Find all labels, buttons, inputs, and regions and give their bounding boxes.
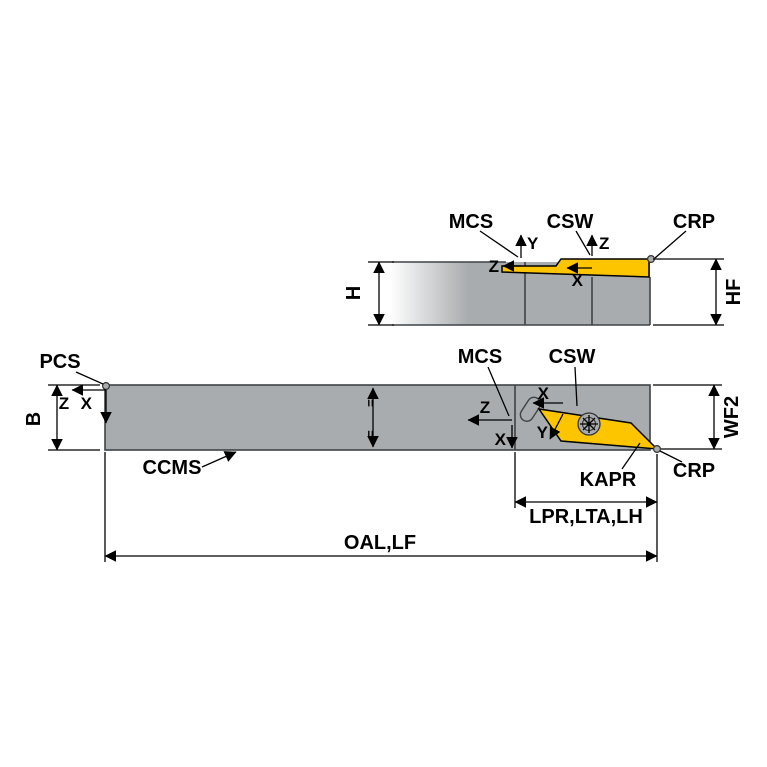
- plan-mcs-z-axis-label: Z: [480, 398, 490, 417]
- plan-mcs-leader: [487, 366, 510, 417]
- ccms-leader: [201, 451, 237, 468]
- plan-csw-label: CSW: [549, 346, 596, 368]
- side-csw-leader: [575, 230, 591, 256]
- kapr-label: KAPR: [580, 469, 637, 491]
- side-csw-z-axis-label: Z: [599, 234, 609, 253]
- plan-view: PCS Z X B CCMS = = MCS Z X CSW X Y KAPR: [23, 346, 743, 562]
- hf-dim-label: HF: [723, 279, 745, 306]
- plan-crp-point: [652, 445, 661, 454]
- pcs-x-axis-label: X: [81, 394, 93, 413]
- plan-csw-x-axis-label: X: [538, 384, 550, 403]
- pcs-leader: [75, 371, 104, 385]
- equal-mark-top: =: [363, 399, 378, 407]
- screw-torx-lines: [580, 415, 598, 433]
- plan-mcs-x-axis-label: X: [495, 430, 507, 449]
- side-crp-label: CRP: [673, 211, 715, 233]
- plan-csw-y-axis-label: Y: [537, 423, 549, 442]
- h-dim-label: H: [343, 286, 365, 300]
- kapr-leader: [621, 442, 641, 470]
- plan-csw-leader: [574, 366, 578, 407]
- lpr-dim-label: LPR,LTA,LH: [529, 506, 643, 528]
- plan-mcs-label: MCS: [458, 346, 502, 368]
- plan-csw-y-axis-arrow: [549, 413, 564, 440]
- plan-crp-leader: [659, 450, 683, 463]
- b-dim-label: B: [23, 412, 45, 426]
- plan-crp-label: CRP: [673, 460, 715, 482]
- equal-mark-bottom: =: [363, 430, 378, 438]
- wf2-dim-label: WF2: [721, 396, 743, 438]
- side-view: Y Z Z X MCS CSW CRP H HF: [343, 211, 745, 326]
- side-mcs-y-axis-label: Y: [527, 234, 539, 253]
- clamp-screw-icon: [577, 412, 601, 436]
- side-mcs-leader: [479, 230, 519, 258]
- side-mcs-z-axis-label: Z: [489, 257, 499, 276]
- oal-dim-label: OAL,LF: [344, 532, 416, 554]
- pcs-label: PCS: [39, 351, 80, 373]
- side-csw-label: CSW: [547, 211, 594, 233]
- ccms-label: CCMS: [143, 457, 202, 479]
- side-csw-x-axis-label: X: [572, 271, 584, 290]
- side-crp-leader: [654, 230, 687, 259]
- pcs-point: [101, 382, 110, 391]
- side-mcs-label: MCS: [449, 211, 493, 233]
- pcs-z-axis-label: Z: [59, 394, 69, 413]
